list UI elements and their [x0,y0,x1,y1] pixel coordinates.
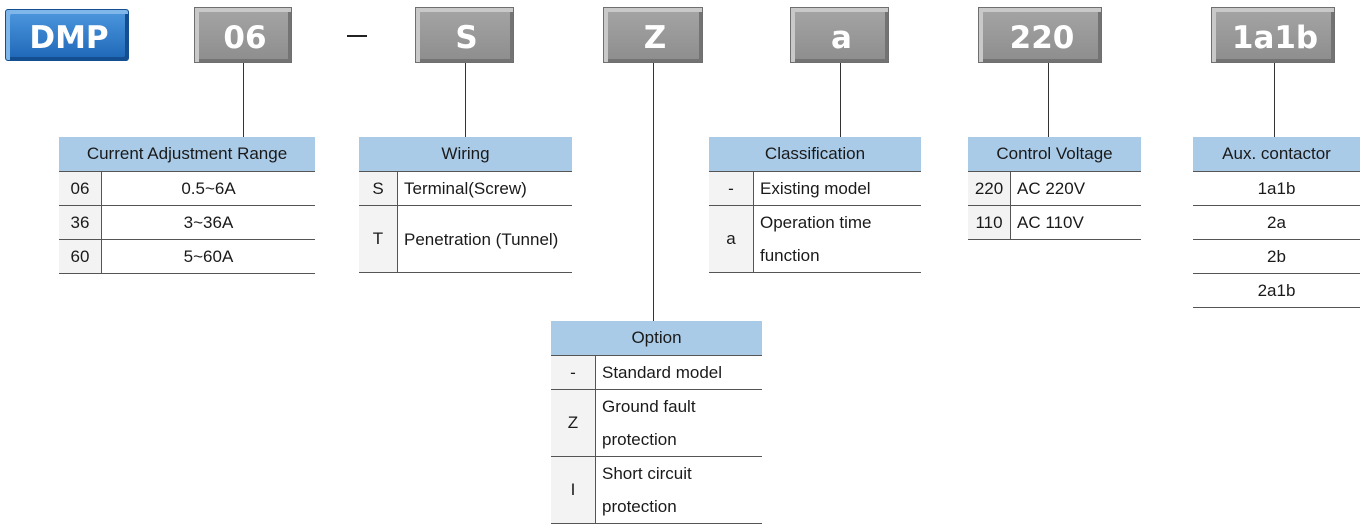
table-row: Z Ground fault protection [551,389,762,457]
row-value: AC 110V [1010,205,1141,240]
row-key: 06 [59,171,102,206]
row-value: 2b [1193,239,1360,274]
table-control-voltage: Control Voltage 220 AC 220V 110 AC 110V [968,137,1141,240]
table-wiring: Wiring S Terminal(Screw) T Penetration (… [359,137,572,273]
code-box-option: Z [603,7,703,63]
code-wiring-text: S [455,20,478,56]
row-key: T [359,205,398,273]
row-key: - [709,171,754,206]
row-key: 220 [968,171,1011,206]
table-row: - Standard model [551,355,762,390]
table-title: Control Voltage [968,137,1141,172]
table-row: 36 3~36A [59,205,315,240]
code-box-range: 06 [194,7,292,63]
row-value: 5~60A [101,239,315,274]
row-key: Z [551,389,596,457]
table-title: Option [551,321,762,356]
row-value: 2a [1193,205,1360,240]
code-box-wiring: S [415,7,514,63]
table-title: Classification [709,137,921,172]
connector-wiring [465,63,466,137]
connector-voltage [1048,63,1049,137]
code-voltage-text: 220 [1009,20,1075,56]
code-box-aux: 1a1b [1211,7,1335,63]
code-range-text: 06 [223,20,267,56]
connector-classification [840,63,841,137]
code-brand-text: DMP [29,20,109,56]
code-box-classification: a [790,7,889,63]
table-row: 2a1b [1193,273,1360,308]
code-option-text: Z [643,20,667,56]
row-key: 36 [59,205,102,240]
row-value: Operation time function [753,205,921,273]
separator-dash [347,35,367,37]
row-key: I [551,456,596,524]
table-title: Current Adjustment Range [59,137,315,172]
row-key: - [551,355,596,390]
row-value: Standard model [595,355,762,390]
table-row: S Terminal(Screw) [359,171,572,206]
row-key: a [709,205,754,273]
code-box-voltage: 220 [978,7,1102,63]
row-key: 110 [968,205,1011,240]
row-value: 0.5~6A [101,171,315,206]
table-row: 2b [1193,239,1360,274]
table-aux-contactor: Aux. contactor 1a1b 2a 2b 2a1b [1193,137,1360,308]
table-row: T Penetration (Tunnel) [359,205,572,273]
table-row: I Short circuit protection [551,456,762,524]
row-value: Penetration (Tunnel) [397,205,572,273]
code-aux-text: 1a1b [1231,20,1319,56]
table-row: - Existing model [709,171,921,206]
table-title: Wiring [359,137,572,172]
table-row: 06 0.5~6A [59,171,315,206]
row-value: 3~36A [101,205,315,240]
connector-range [243,63,244,137]
table-title: Aux. contactor [1193,137,1360,172]
table-classification: Classification - Existing model a Operat… [709,137,921,273]
connector-aux [1274,63,1275,137]
row-value: Terminal(Screw) [397,171,572,206]
code-box-brand: DMP [5,9,129,61]
row-key: S [359,171,398,206]
row-value: AC 220V [1010,171,1141,206]
table-option: Option - Standard model Z Ground fault p… [551,321,762,524]
table-row: 2a [1193,205,1360,240]
code-classification-text: a [831,20,852,56]
table-row: 110 AC 110V [968,205,1141,240]
table-row: 60 5~60A [59,239,315,274]
table-row: 220 AC 220V [968,171,1141,206]
row-key: 60 [59,239,102,274]
table-row: a Operation time function [709,205,921,273]
row-value: 1a1b [1193,171,1360,206]
table-current-range: Current Adjustment Range 06 0.5~6A 36 3~… [59,137,315,274]
row-value: Short circuit protection [595,456,762,524]
connector-option [653,63,654,321]
table-row: 1a1b [1193,171,1360,206]
row-value: Existing model [753,171,921,206]
row-value: Ground fault protection [595,389,762,457]
row-value: 2a1b [1193,273,1360,308]
